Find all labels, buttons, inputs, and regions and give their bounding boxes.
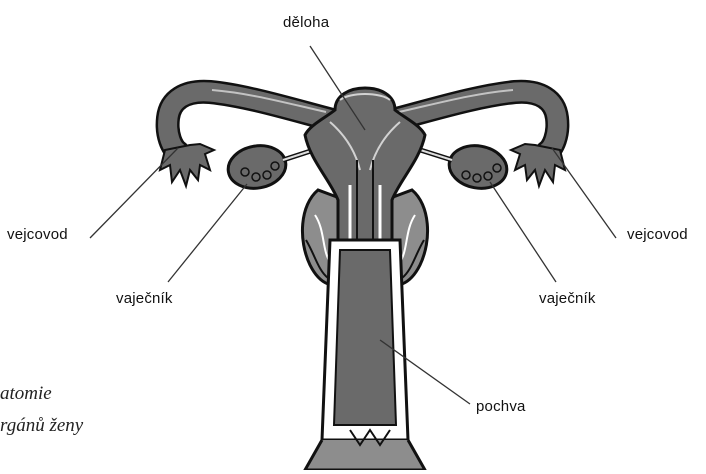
fimbriae-right — [511, 144, 565, 186]
label-fallopian-tube-right: vejcovod — [627, 226, 688, 243]
ovary-right — [414, 141, 510, 192]
label-vagina: pochva — [476, 398, 526, 415]
caption-line-2: rgánů ženy — [0, 415, 83, 437]
ovary-left — [225, 141, 320, 192]
label-ovary-right: vaječník — [539, 290, 596, 307]
caption-line-1: atomie — [0, 383, 52, 405]
label-fallopian-tube-left: vejcovod — [7, 226, 68, 243]
fimbriae-left — [160, 144, 214, 186]
label-uterus: děloha — [283, 14, 329, 31]
label-ovary-left: vaječník — [116, 290, 173, 307]
